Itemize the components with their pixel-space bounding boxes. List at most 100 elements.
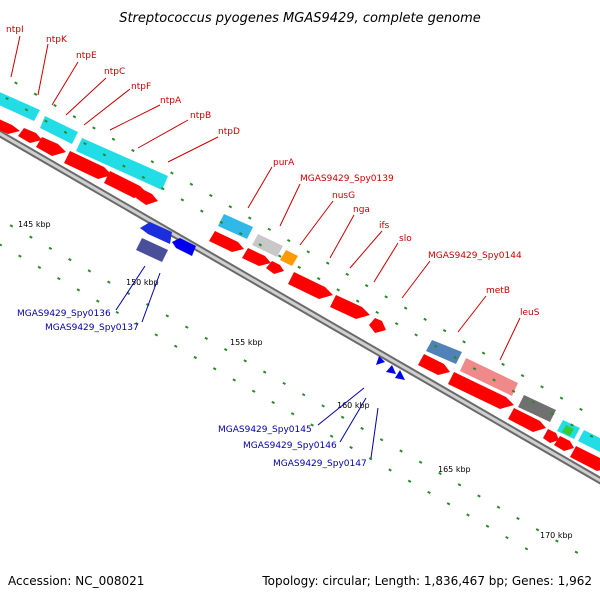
gene-arrow-purA[interactable] bbox=[209, 231, 244, 252]
label-Spy0137[interactable]: MGAS9429_Spy0137 bbox=[45, 323, 139, 333]
scale-tick bbox=[115, 310, 120, 315]
map-title: Streptococcus pyogenes MGAS9429, complet… bbox=[119, 11, 481, 26]
scale-tick bbox=[329, 434, 334, 438]
gene-arrow-13[interactable] bbox=[554, 436, 574, 451]
feature-ntpE[interactable] bbox=[40, 116, 78, 144]
label-ntpK[interactable]: ntpK bbox=[46, 35, 68, 45]
label-metB[interactable]: metB bbox=[486, 286, 510, 296]
label-Spy0139[interactable]: MGAS9429_Spy0139 bbox=[300, 174, 394, 184]
feature-leuS[interactable] bbox=[460, 358, 518, 396]
label-ntpE[interactable]: ntpE bbox=[76, 51, 97, 61]
scale-tick bbox=[37, 265, 42, 270]
label-slo[interactable]: slo bbox=[399, 234, 412, 244]
genome-backbone bbox=[0, 129, 600, 485]
scale-tick bbox=[122, 164, 126, 168]
scale-tick bbox=[559, 396, 564, 400]
label-nusG[interactable]: nusG bbox=[332, 191, 355, 201]
feature-ntpA-block[interactable] bbox=[76, 138, 168, 190]
label-nga[interactable]: nga bbox=[353, 205, 370, 215]
scale-tick bbox=[388, 468, 392, 472]
gene-arrow-nga[interactable] bbox=[288, 272, 333, 299]
label-Spy0146[interactable]: MGAS9429_Spy0146 bbox=[243, 441, 337, 451]
scale-tick bbox=[134, 322, 139, 326]
label-Spy0145[interactable]: MGAS9429_Spy0145 bbox=[218, 425, 312, 435]
feature-cyan-end[interactable] bbox=[578, 430, 600, 454]
scale-tick bbox=[531, 400, 535, 405]
gene-arrow-3[interactable] bbox=[36, 137, 66, 156]
bottom-label-leaders bbox=[115, 265, 379, 459]
gene-arrow-9[interactable] bbox=[369, 318, 386, 333]
gene-arrow-leuS[interactable] bbox=[448, 372, 514, 409]
gene-arrow-4[interactable] bbox=[64, 151, 112, 179]
gene-arrow-6[interactable] bbox=[136, 189, 158, 205]
label-ifs[interactable]: ifs bbox=[379, 221, 390, 231]
scale-tick bbox=[238, 232, 243, 236]
gene-arrow-5[interactable] bbox=[104, 171, 148, 198]
label-ntpC[interactable]: ntpC bbox=[104, 67, 125, 77]
gene-Spy0145[interactable] bbox=[376, 356, 385, 365]
topology-label: Topology: circular; Length: 1,836,467 bp… bbox=[262, 574, 592, 588]
scale-tick bbox=[306, 250, 311, 254]
gene-Spy0137[interactable] bbox=[136, 238, 168, 262]
label-leuS[interactable]: leuS bbox=[520, 308, 540, 318]
feature-ntpI[interactable] bbox=[0, 90, 40, 121]
label-ntpB[interactable]: ntpB bbox=[190, 111, 211, 121]
scale-tick bbox=[258, 243, 263, 247]
gene-arrow-7[interactable] bbox=[242, 248, 271, 266]
label-Spy0136[interactable]: MGAS9429_Spy0136 bbox=[17, 309, 111, 319]
scale-tick bbox=[271, 400, 275, 405]
scale-tick bbox=[212, 367, 217, 371]
scale-tick bbox=[243, 359, 248, 363]
top-label-leaders bbox=[10, 35, 521, 361]
label-Spy0147[interactable]: MGAS9429_Spy0147 bbox=[273, 459, 367, 469]
label-ntpF[interactable]: ntpF bbox=[131, 82, 151, 92]
label-purA[interactable]: purA bbox=[273, 158, 295, 168]
reverse-strand-genes bbox=[136, 222, 405, 380]
gene-arrow-2[interactable] bbox=[18, 128, 42, 143]
gene-arrow-8[interactable] bbox=[266, 261, 284, 274]
scale-tick bbox=[345, 272, 350, 276]
gene-Spy0136b[interactable] bbox=[172, 238, 196, 256]
scale-label-150: 150 kbp bbox=[126, 278, 159, 287]
scale-tick bbox=[349, 445, 353, 450]
feature-purA[interactable] bbox=[218, 214, 253, 239]
scale-tick bbox=[511, 389, 516, 393]
gene-Spy0147[interactable] bbox=[395, 370, 405, 380]
scale-tick bbox=[368, 457, 373, 461]
label-ntpA[interactable]: ntpA bbox=[160, 96, 182, 106]
scale-tick bbox=[87, 269, 92, 273]
gene-arrow-1[interactable] bbox=[0, 115, 20, 134]
scale-tick bbox=[574, 550, 579, 554]
scale-tick bbox=[111, 137, 116, 141]
scale-tick bbox=[414, 333, 418, 337]
scale-label-165: 165 kbp bbox=[438, 465, 471, 474]
scale-tick bbox=[321, 404, 325, 408]
scale-tick bbox=[83, 141, 87, 146]
feature-green-small[interactable] bbox=[562, 425, 574, 436]
scale-tick bbox=[76, 288, 81, 292]
scale-tick bbox=[282, 381, 286, 386]
scale-tick bbox=[286, 238, 291, 243]
scale-tick bbox=[453, 355, 457, 360]
scale-label-170: 170 kbp bbox=[540, 531, 573, 540]
gene-arrow-10[interactable] bbox=[418, 354, 450, 375]
feature-nusG[interactable] bbox=[280, 250, 298, 266]
gene-arrow-12[interactable] bbox=[543, 429, 559, 443]
scale-tick bbox=[173, 344, 178, 348]
scale-tick bbox=[44, 119, 48, 123]
gene-arrow-11[interactable] bbox=[508, 408, 546, 432]
label-ntpD[interactable]: ntpD bbox=[218, 127, 240, 137]
gene-Spy0136[interactable] bbox=[140, 222, 172, 244]
label-ntpI[interactable]: ntpI bbox=[6, 25, 24, 35]
gene-arrow-14[interactable] bbox=[570, 446, 600, 471]
label-Spy0144[interactable]: MGAS9429_Spy0144 bbox=[428, 251, 522, 261]
feature-grey-block[interactable] bbox=[518, 395, 556, 422]
scale-tick bbox=[200, 209, 204, 213]
feature-Spy0139[interactable] bbox=[252, 234, 283, 257]
gene-Spy0146[interactable] bbox=[386, 365, 396, 374]
gene-arrow-slo[interactable] bbox=[330, 295, 370, 319]
scale-tick bbox=[379, 438, 384, 442]
scale-tick bbox=[446, 502, 451, 506]
scale-tick bbox=[232, 378, 237, 382]
